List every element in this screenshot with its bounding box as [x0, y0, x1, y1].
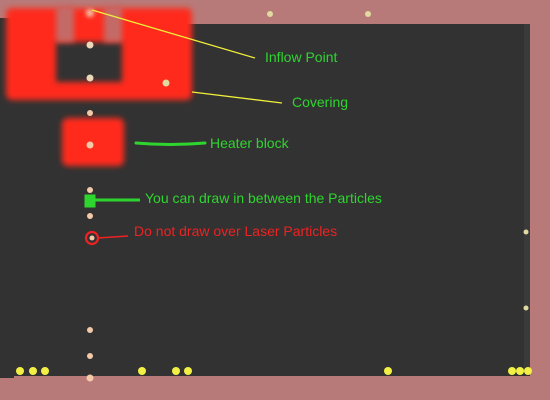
particle	[267, 11, 273, 17]
laser-warning-line	[97, 235, 129, 239]
heater-pointer-mark	[134, 141, 207, 146]
right-wall-inner	[524, 24, 530, 370]
laser-particle	[16, 367, 24, 375]
laser-particle	[516, 367, 524, 375]
particle	[87, 353, 93, 359]
particle	[87, 110, 93, 116]
heater-block	[62, 118, 124, 166]
work-area-bottom-strip	[0, 370, 530, 376]
particle	[86, 9, 94, 17]
do-not-draw-label: Do not draw over Laser Particles	[134, 223, 337, 239]
particle-column	[86, 9, 94, 382]
heater-block-label: Heater block	[210, 135, 290, 151]
particle	[86, 374, 94, 382]
laser-particle	[138, 367, 146, 375]
particle	[523, 305, 529, 311]
work-area-left	[0, 18, 14, 378]
laser-particle	[172, 367, 180, 375]
particle	[86, 74, 94, 82]
draw-between-pointer	[84, 194, 140, 208]
inflow-pointer-line	[91, 9, 256, 59]
covering-slot-left	[56, 6, 74, 42]
covering-label: Covering	[292, 94, 348, 110]
particle	[365, 11, 371, 17]
covering-pointer-line	[191, 91, 283, 104]
particle	[87, 213, 93, 219]
particle	[87, 187, 93, 193]
particle	[86, 41, 94, 49]
laser-particle	[41, 367, 49, 375]
covering-slot-right	[104, 6, 122, 42]
laser-particle	[508, 367, 516, 375]
laser-particles	[16, 367, 532, 375]
particle	[162, 79, 170, 87]
particle	[87, 327, 93, 333]
particle	[89, 235, 95, 241]
laser-particle	[29, 367, 37, 375]
particle	[523, 229, 529, 235]
particle	[86, 141, 94, 149]
draw-between-label: You can draw in between the Particles	[145, 190, 382, 206]
inflow-point-label: Inflow Point	[265, 49, 337, 65]
laser-particle	[384, 367, 392, 375]
laser-particle	[184, 367, 192, 375]
laser-particle	[524, 367, 532, 375]
